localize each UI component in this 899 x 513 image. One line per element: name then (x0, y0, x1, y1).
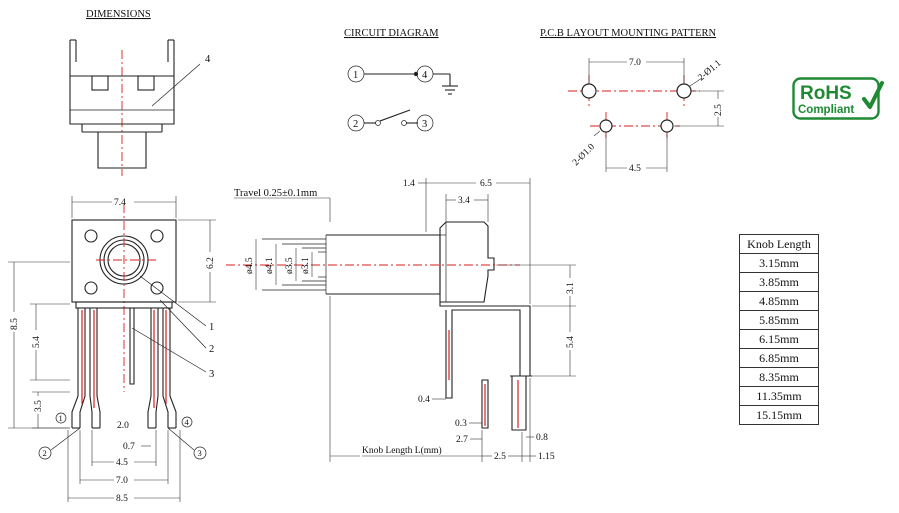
circuit-diagram: 1 4 2 3 (347, 65, 458, 132)
table-row: 3.85mm (739, 272, 819, 292)
knob-length-cell: 15.15mm (739, 405, 819, 425)
rohs-compliant-text: Compliant (798, 104, 854, 116)
circuit-pin-4: 4 (422, 70, 428, 81)
travel-label: Travel 0.25±0.1mm (234, 188, 317, 199)
knob-length-cell: 3.85mm (739, 272, 819, 292)
table-row: 4.85mm (739, 291, 819, 311)
dim-total-8-5: 8.5 (10, 318, 20, 330)
dim-2-5: 2.5 (494, 452, 506, 462)
table-row: 15.15mm (739, 405, 819, 425)
circuit-pin-1: 1 (353, 70, 358, 81)
rohs-text: RoHS (800, 83, 852, 104)
pcb-layout: 7.0 2.5 2-Ø1.1 2-Ø1.0 4.5 (568, 58, 724, 174)
knob-table-header: Knob Length (739, 234, 819, 254)
dim-0-3: 0.3 (455, 419, 467, 429)
checkmark-icon (862, 81, 884, 109)
rohs-badge-frame (792, 77, 880, 120)
table-row: 8.35mm (739, 367, 819, 387)
dim-1-15: 1.15 (538, 452, 555, 462)
dim-6-5: 6.5 (480, 179, 492, 189)
dia-4-5: ø4.5 (245, 257, 255, 274)
dim-1-4: 1.4 (403, 179, 415, 189)
dia-4-1: ø4.1 (265, 257, 275, 274)
knob-length-cell: 6.15mm (739, 329, 819, 349)
dim-2-7: 2.7 (456, 435, 468, 445)
pcb-pitch-7-0: 7.0 (629, 58, 641, 68)
table-row: 6.85mm (739, 348, 819, 368)
knob-length-cell: 6.85mm (739, 348, 819, 368)
dim-pin-0-7: 0.7 (123, 442, 135, 452)
top-callout-4: 4 (205, 54, 211, 65)
dim-pin-3-5: 3.5 (34, 400, 44, 412)
rohs-compliant-badge: RoHS Compliant (792, 77, 884, 120)
dim-span-8-5: 8.5 (116, 494, 128, 504)
dim-5-4: 5.4 (566, 336, 576, 348)
front-pin-3-label: 3 (198, 448, 202, 458)
circuit-pin-3: 3 (422, 119, 427, 130)
circuit-diagram-title: CIRCUIT DIAGRAM (344, 28, 439, 39)
top-view: 4 (69, 39, 211, 176)
front-callout-3: 3 (209, 369, 214, 380)
dim-span-7-0: 7.0 (116, 476, 128, 486)
front-view: 7.4 6.2 8.5 5.4 3.5 1 4 2 3 (8, 196, 216, 504)
dim-height-6-2: 6.2 (206, 257, 216, 269)
front-pin-4-label: 4 (185, 417, 190, 427)
dim-gap-2-0: 2.0 (117, 421, 129, 431)
pcb-hole-top: 2-Ø1.1 (697, 58, 724, 83)
table-row: 3.15mm (739, 253, 819, 273)
knob-table-header-row: Knob Length (739, 234, 819, 254)
knob-length-cell: 8.35mm (739, 367, 819, 387)
pcb-layout-title: P.C.B LAYOUT MOUNTING PATTERN (540, 28, 717, 39)
pcb-hole-bottom: 2-Ø1.0 (571, 142, 597, 168)
front-callout-1: 1 (209, 322, 214, 333)
dim-width-7-4: 7.4 (114, 198, 126, 208)
dimensions-title: DIMENSIONS (86, 9, 151, 20)
pcb-pitch-4-5: 4.5 (629, 164, 641, 174)
table-row: 11.35mm (739, 386, 819, 406)
knob-length-table: Knob Length 3.15mm 3.85mm 4.85mm 5.85mm … (739, 234, 819, 425)
knob-length-cell: 11.35mm (739, 386, 819, 406)
dim-leg-5-4: 5.4 (32, 336, 42, 348)
table-row: 6.15mm (739, 329, 819, 349)
front-pin-2-label: 2 (43, 448, 47, 458)
dim-0-8: 0.8 (536, 433, 548, 443)
side-view: Travel 0.25±0.1mm ø4.5 ø4.1 ø3.5 ø3.1 1.… (226, 178, 576, 462)
dim-0-4: 0.4 (418, 395, 430, 405)
table-row: 5.85mm (739, 310, 819, 330)
circuit-pin-2: 2 (353, 119, 358, 130)
dim-3-4: 3.4 (458, 196, 470, 206)
front-callout-2: 2 (209, 344, 214, 355)
pcb-pitch-2-5: 2.5 (714, 104, 724, 116)
knob-length-cell: 4.85mm (739, 291, 819, 311)
dia-3-1: ø3.1 (301, 257, 311, 274)
knob-length-cell: 5.85mm (739, 310, 819, 330)
knob-length-cell: 3.15mm (739, 253, 819, 273)
dim-span-4-5: 4.5 (116, 458, 128, 468)
dim-3-1: 3.1 (566, 282, 576, 294)
dia-3-5: ø3.5 (285, 257, 295, 274)
knob-length-label: Knob Length L(mm) (362, 445, 442, 456)
front-pin-1-label: 1 (59, 413, 63, 423)
